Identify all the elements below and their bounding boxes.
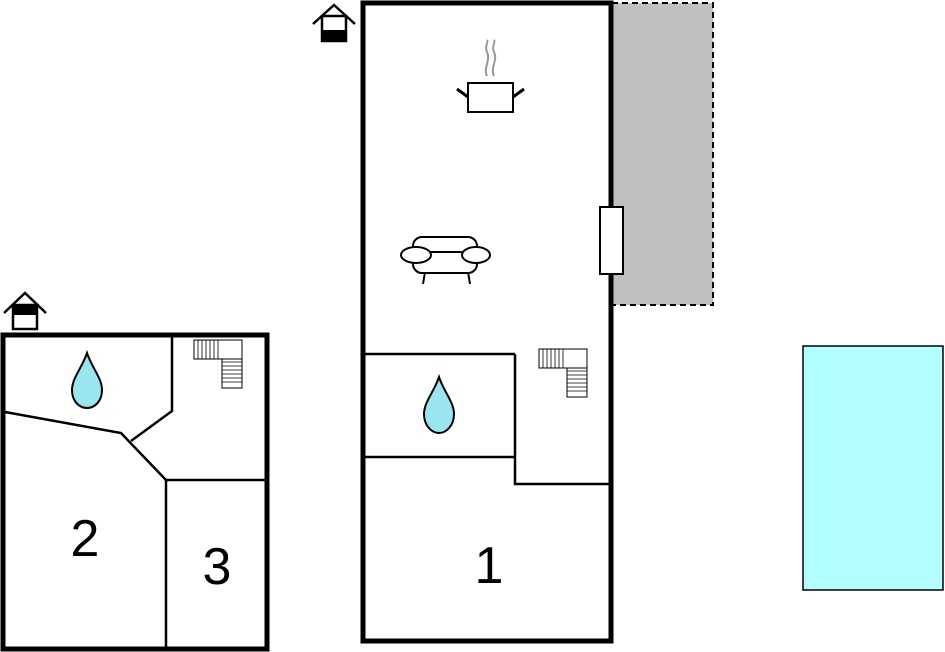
bathroom-drop-icon bbox=[70, 349, 104, 410]
bathroom-drop-icon bbox=[422, 373, 456, 435]
living-sofa-icon bbox=[400, 236, 491, 285]
room-label-1: 1 bbox=[475, 537, 504, 595]
swimming-pool bbox=[802, 345, 944, 591]
room-label-3: 3 bbox=[203, 538, 232, 596]
interior-walls bbox=[365, 352, 609, 486]
terrace-area bbox=[611, 2, 714, 306]
floor-right: 1 bbox=[312, 0, 624, 644]
terrace-door bbox=[599, 206, 624, 275]
room-label-2: 2 bbox=[71, 510, 100, 568]
interior-walls bbox=[4, 337, 265, 649]
staircase-icon bbox=[538, 348, 588, 398]
floor-left: 2 3 bbox=[0, 291, 270, 652]
staircase-icon bbox=[193, 339, 243, 389]
kitchen-pot-icon bbox=[456, 39, 525, 113]
floor-level-house-icon bbox=[3, 291, 47, 331]
floor-level-house-icon bbox=[312, 3, 356, 43]
